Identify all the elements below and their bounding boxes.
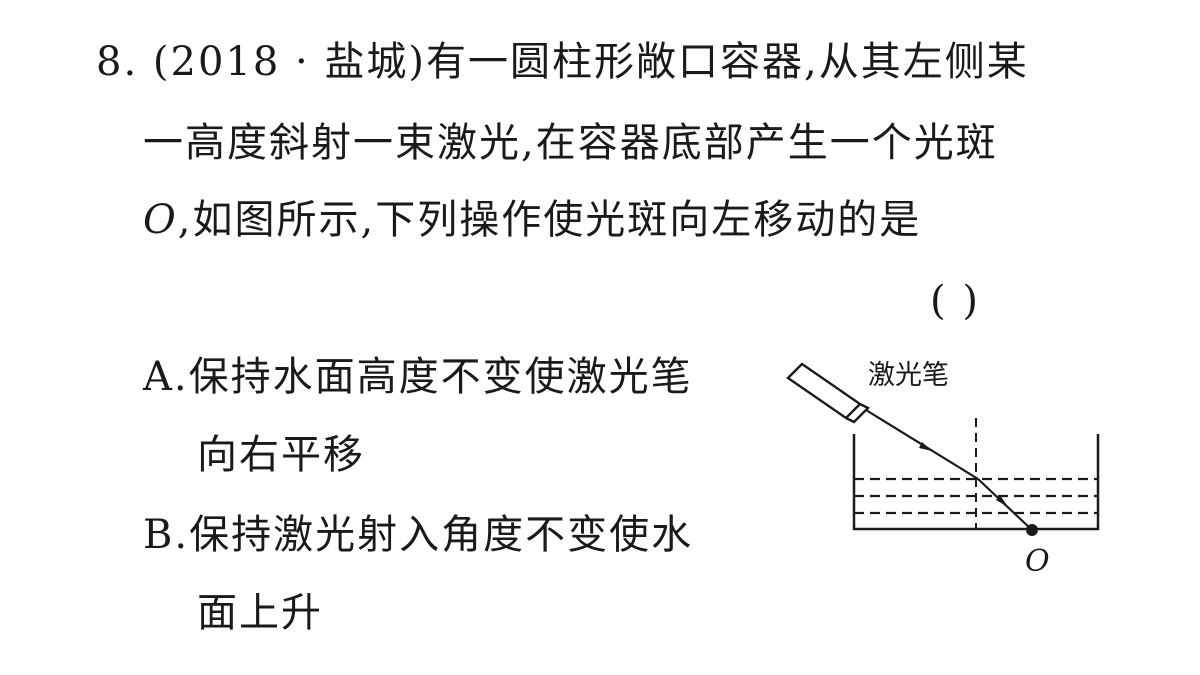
laser-label: 激光笔 <box>868 360 949 391</box>
light-spot <box>1026 524 1038 536</box>
question-line-1: 8. (2018 · 盐城)有一圆柱形敞口容器,从其左侧某 <box>96 38 1029 86</box>
answer-bracket: ( ) <box>930 278 980 324</box>
option-b-letter: B. <box>143 512 190 558</box>
question-line-3: O,如图所示,下列操作使光斑向左移动的是 <box>143 196 921 244</box>
question-number: 8. <box>96 39 139 85</box>
spot-symbol: O <box>143 197 178 243</box>
spot-label: O <box>1025 544 1050 579</box>
question-stem-part-2: 一高度斜射一束激光,在容器底部产生一个光斑 <box>143 120 998 166</box>
option-b-line-2: 面上升 <box>197 589 323 637</box>
option-a-text-2: 向右平移 <box>197 432 365 478</box>
question-source: (2018 · 盐城) <box>152 39 427 85</box>
ray-arrow-icon <box>919 442 932 451</box>
light-ray <box>865 409 1033 531</box>
question-stem-part-3: ,如图所示,下列操作使光斑向左移动的是 <box>177 197 922 243</box>
option-a-line-1: A.保持水面高度不变使激光笔 <box>143 353 693 401</box>
option-b-text-2: 面上升 <box>197 590 323 636</box>
laser-pen-icon <box>786 362 871 424</box>
option-a-line-2: 向右平移 <box>197 431 365 479</box>
option-b-text-1: 保持激光射入角度不变使水 <box>189 512 694 558</box>
refracted-ray-arrow-icon <box>996 495 1008 507</box>
question-stem-part-1: 有一圆柱形敞口容器,从其左侧某 <box>426 39 1029 85</box>
question-line-2: 一高度斜射一束激光,在容器底部产生一个光斑 <box>143 119 998 167</box>
option-b-line-1: B.保持激光射入角度不变使水 <box>143 511 693 559</box>
refraction-diagram: 激光笔 O <box>786 360 1100 579</box>
option-a-letter: A. <box>143 354 189 400</box>
option-a-text-1: 保持水面高度不变使激光笔 <box>188 354 693 400</box>
